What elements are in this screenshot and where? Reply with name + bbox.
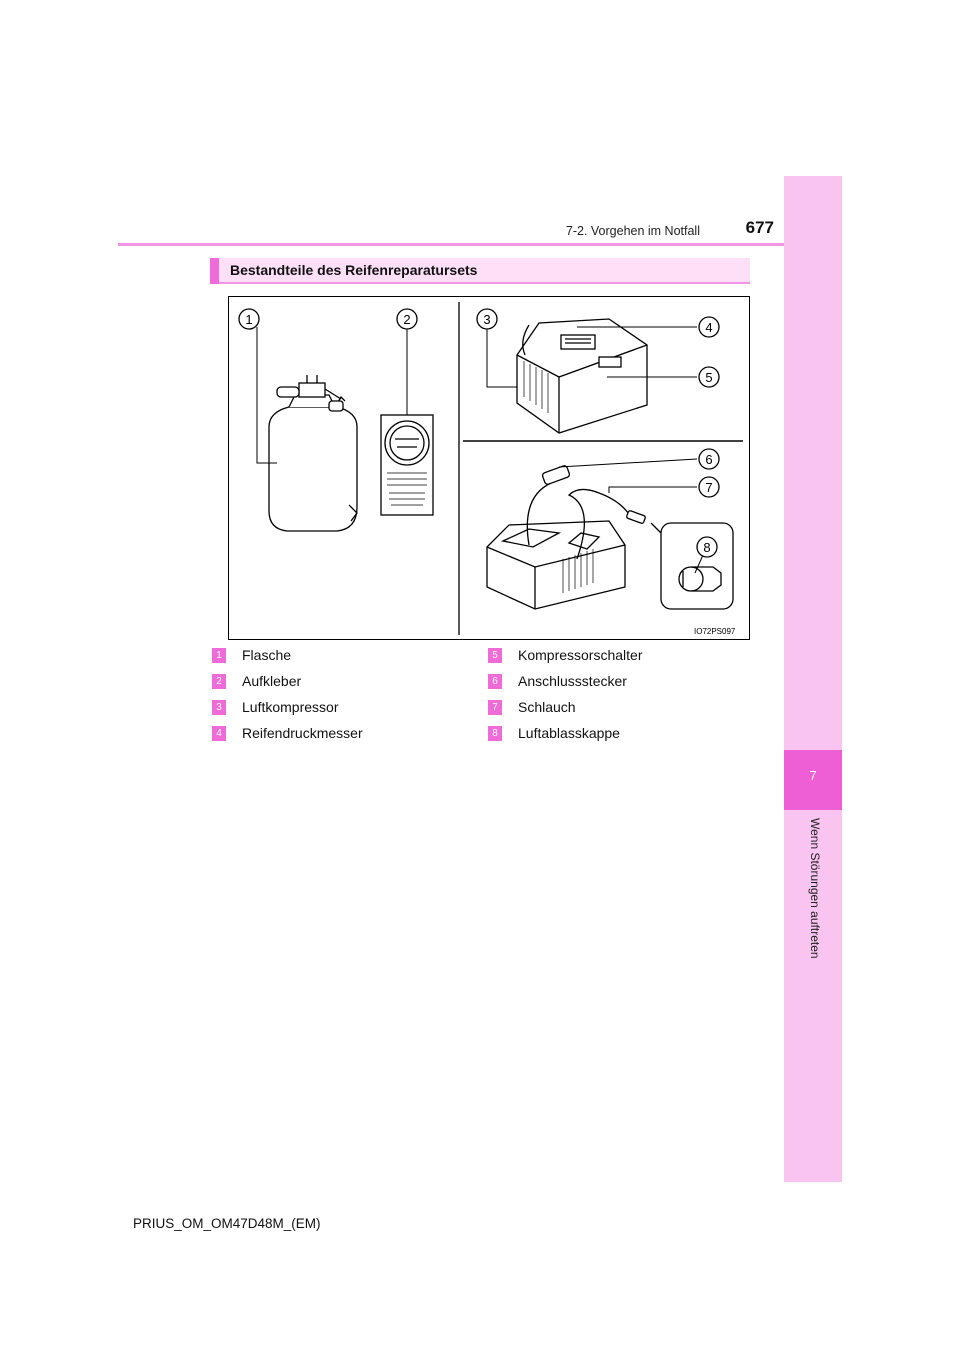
header-section-title: 7-2. Vorgehen im Notfall	[565, 224, 700, 238]
chapter-number: 7	[809, 768, 817, 783]
footer-document-id: PRIUS_OM_OM47D48M_(EM)	[133, 1216, 321, 1231]
chapter-number-marker	[784, 750, 842, 810]
section-heading-accent	[210, 258, 219, 284]
legend-label: Schlauch	[518, 699, 576, 715]
legend-number: 2	[212, 674, 226, 689]
legend-label: Kompressorschalter	[518, 647, 643, 663]
bottle-drawing	[268, 375, 358, 532]
callout-6: 6	[705, 452, 712, 467]
header-rule	[118, 243, 784, 246]
compressor-with-hose-drawing	[486, 465, 662, 610]
compressor-top-drawing	[516, 318, 648, 434]
legend-number: 6	[488, 674, 502, 689]
chapter-side-tab	[784, 176, 842, 1182]
sticker-drawing	[380, 414, 434, 516]
legend-number: 1	[212, 648, 226, 663]
legend-number: 8	[488, 726, 502, 741]
chapter-title: Wenn Störungen auftreten	[808, 818, 822, 959]
callout-4: 4	[705, 320, 712, 335]
callout-2: 2	[403, 312, 410, 327]
repair-kit-figure: 1 2 3 4 5 6 7 8 IO72PS097	[228, 296, 750, 640]
legend-number: 7	[488, 700, 502, 715]
legend-label: Aufkleber	[242, 673, 302, 689]
callout-7: 7	[705, 480, 712, 495]
section-heading: Bestandteile des Reifenreparatursets	[230, 262, 478, 278]
callout-5: 5	[705, 370, 712, 385]
repair-kit-illustration: 1 2 3 4 5 6 7 8	[238, 302, 743, 635]
legend-label: Reifendruckmesser	[242, 725, 363, 741]
legend-label: Luftkompressor	[242, 699, 339, 715]
section-heading-bar: Bestandteile des Reifenreparatursets	[210, 258, 750, 284]
callout-1: 1	[245, 312, 252, 327]
legend-number: 4	[212, 726, 226, 741]
legend-label: Anschlussstecker	[518, 673, 627, 689]
callout-8: 8	[703, 540, 710, 555]
legend-number: 5	[488, 648, 502, 663]
page-number: 677	[745, 218, 774, 237]
legend-label: Luftablasskappe	[518, 725, 620, 741]
legend-number: 3	[212, 700, 226, 715]
valve-cap-detail-drawing	[660, 522, 734, 610]
legend-label: Flasche	[242, 647, 292, 663]
figure-code: IO72PS097	[694, 627, 736, 636]
callout-3: 3	[483, 312, 490, 327]
